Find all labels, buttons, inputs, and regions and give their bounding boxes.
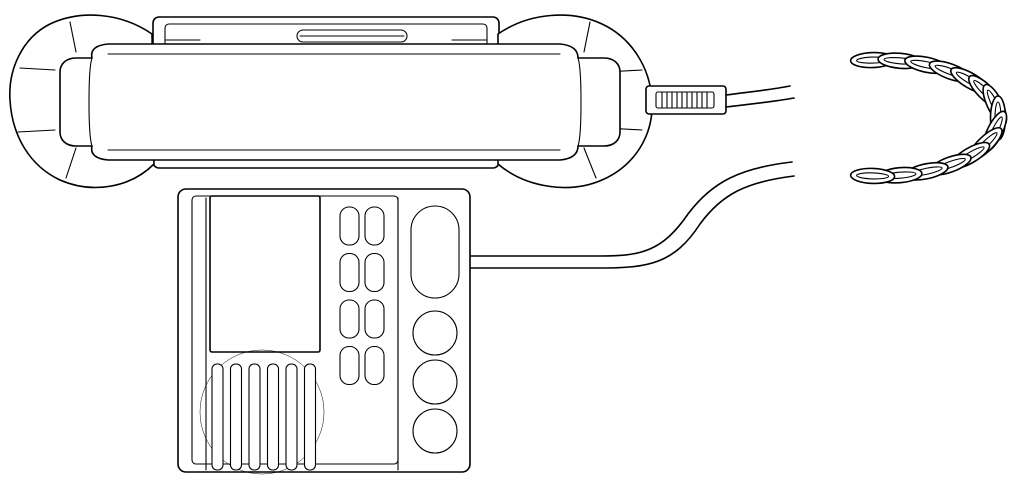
speaker-slot [285, 363, 298, 471]
cord-strain-relief [645, 85, 727, 115]
small-key[interactable] [339, 206, 360, 246]
handset [9, 14, 727, 189]
large-keypad [410, 205, 460, 454]
small-key[interactable] [364, 345, 385, 386]
small-key[interactable] [339, 299, 360, 339]
cord-coil-inner [856, 172, 890, 180]
small-key[interactable] [339, 345, 360, 386]
cord-coils [849, 51, 1008, 185]
large-key-round[interactable] [412, 310, 458, 356]
display-screen [209, 195, 321, 353]
cord-coil [849, 167, 896, 185]
small-keypad [339, 206, 385, 386]
small-key[interactable] [339, 252, 360, 293]
small-key[interactable] [364, 206, 385, 246]
speaker-grille [199, 349, 325, 475]
large-key-oval[interactable] [410, 205, 460, 299]
radio-base-unit [177, 188, 471, 475]
large-key-round[interactable] [412, 408, 458, 454]
speaker-slot [266, 363, 280, 471]
large-key-round[interactable] [412, 359, 458, 405]
coiled-cord [469, 51, 1008, 269]
speaker-slot [211, 363, 224, 471]
handset-body [59, 43, 621, 161]
speaker-slot [229, 363, 243, 471]
small-key[interactable] [364, 252, 385, 293]
small-key[interactable] [364, 299, 385, 339]
speaker-slot [303, 363, 317, 471]
speaker-slot [248, 363, 261, 471]
